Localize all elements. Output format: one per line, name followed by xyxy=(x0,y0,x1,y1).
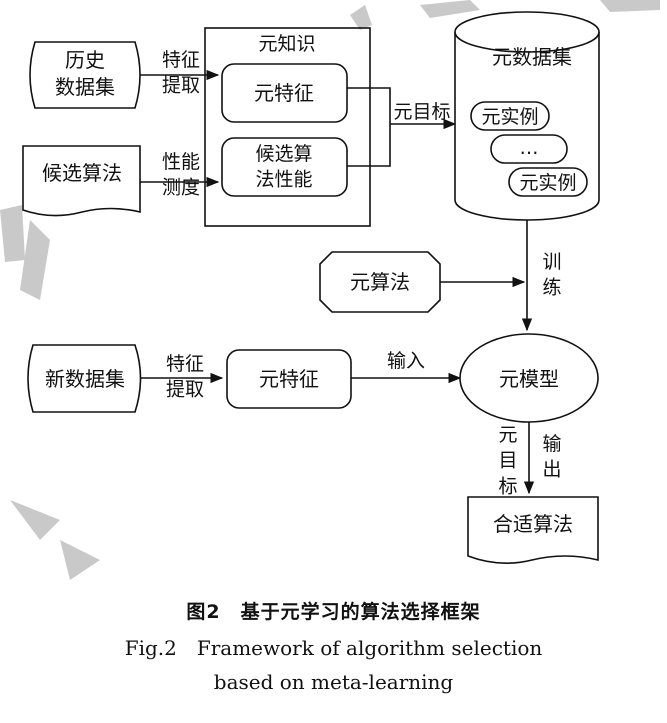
meta-instance-1 xyxy=(470,101,550,131)
performance-measure-label: 性能测度 xyxy=(162,151,200,199)
meta-target-vertical-label: 元目标 xyxy=(498,424,517,497)
historical-dataset-label: 历史数据集 xyxy=(55,48,115,99)
candidate-performance-box xyxy=(221,137,348,197)
train-label: 训练 xyxy=(542,251,561,299)
meta-algorithm-node: 元算法 xyxy=(319,251,441,313)
caption-english-line1: Fig.2 Framework of algorithm selection xyxy=(124,636,543,660)
meta-target-label: 元目标 xyxy=(393,101,450,123)
feature-extraction-label: 特征提取 xyxy=(162,49,200,97)
historical-dataset-node: 历史数据集 xyxy=(29,41,141,109)
new-dataset-label: 新数据集 xyxy=(45,367,125,391)
suitable-algorithm-node: 合适算法 xyxy=(467,496,599,564)
meta-instance-2 xyxy=(508,167,588,197)
input-label: 输入 xyxy=(387,350,425,372)
meta-instance-ellipsis: … xyxy=(520,137,539,159)
meta-model-node: 元模型 xyxy=(459,333,599,423)
candidate-algorithms-node: 候选算法 xyxy=(22,145,141,217)
meta-features-box xyxy=(221,63,348,123)
meta-features-2-box xyxy=(226,349,352,409)
meta-algorithm-label: 元算法 xyxy=(350,270,410,294)
candidate-algorithms-label: 候选算法 xyxy=(42,161,122,185)
algorithm-selection-diagram: 历史数据集 候选算法 元知识 元特征 候选算法性能 特征提取 性能测度 元目标 … xyxy=(0,0,660,580)
meta-model-label: 元模型 xyxy=(499,367,559,391)
meta-instance-1-label: 元实例 xyxy=(481,106,538,128)
meta-features-label: 元特征 xyxy=(254,81,314,105)
meta-knowledge-box xyxy=(204,27,371,227)
new-dataset-node: 新数据集 xyxy=(27,344,142,413)
candidate-performance-label: 候选算法性能 xyxy=(255,143,312,191)
feature-extraction-2-label: 特征提取 xyxy=(166,353,204,401)
meta-knowledge-label: 元知识 xyxy=(258,33,315,55)
output-label: 输出 xyxy=(542,433,561,481)
suitable-algorithm-label: 合适算法 xyxy=(493,512,573,536)
caption-english-line2: based on meta-learning xyxy=(213,670,454,694)
meta-dataset-node: 元数据集 元实例 … 元实例 xyxy=(454,11,600,221)
meta-instance-ellipsis-box xyxy=(490,134,568,164)
caption-chinese: 图2 基于元学习的算法选择框架 xyxy=(186,601,481,623)
meta-features-2-label: 元特征 xyxy=(259,367,319,391)
meta-instance-2-label: 元实例 xyxy=(519,172,576,194)
meta-dataset-label: 元数据集 xyxy=(492,45,572,69)
watermark-marks xyxy=(0,0,660,580)
